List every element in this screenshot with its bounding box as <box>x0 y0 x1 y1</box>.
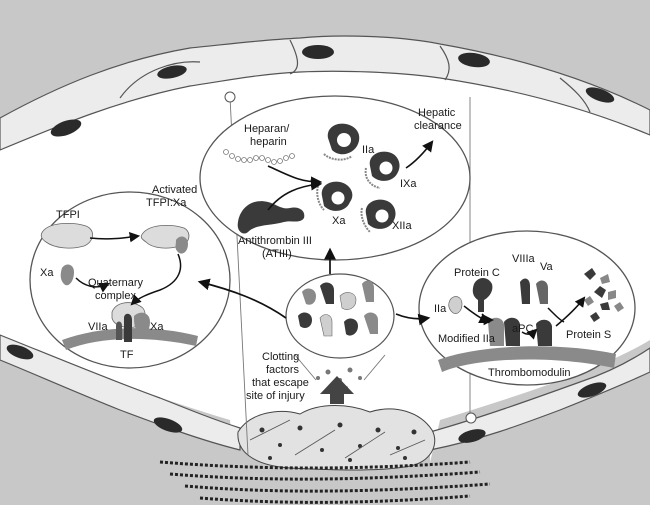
arrows-atiii <box>267 140 434 211</box>
label-tfpi-xa: TFPI:Xa <box>146 197 187 209</box>
label-xa-left: Xa <box>40 267 54 279</box>
label-xa-top: Xa <box>332 215 346 227</box>
arrows-protein-c <box>463 296 586 340</box>
heparin-chain <box>223 149 295 165</box>
label-that-escape: that escape <box>252 377 309 389</box>
tfpi-xa-complex <box>140 224 190 254</box>
quaternary-complex <box>111 302 150 342</box>
label-quaternary: Quaternary <box>88 277 144 289</box>
xa-left-protein <box>60 264 74 286</box>
vessel-wall-top <box>0 0 650 125</box>
label-thrombomodulin: Thrombomodulin <box>488 367 571 379</box>
label-protein-c: Protein C <box>454 267 500 279</box>
atiii-protein <box>237 201 305 234</box>
viiia-va-shapes <box>520 278 552 346</box>
label-atiii: Antithrombin III <box>238 235 312 247</box>
magnifier-dot-left <box>224 91 236 103</box>
label-xiia: XIIa <box>392 220 412 232</box>
membrane-left <box>62 328 198 350</box>
label-clearance: clearance <box>414 120 462 132</box>
label-atiii-abbr: (ATIII) <box>262 248 292 260</box>
label-apc: aPC <box>512 323 533 335</box>
clot-mass <box>237 405 436 471</box>
label-hepatic: Hepatic <box>418 107 456 119</box>
label-heparin: heparin <box>250 136 287 148</box>
fibrin-strands <box>159 460 491 504</box>
label-viiia: VIIIa <box>512 253 536 265</box>
main-arrows <box>197 247 431 326</box>
label-factors: factors <box>266 364 300 376</box>
label-activated: Activated <box>152 184 197 196</box>
label-site-of-injury: site of injury <box>246 390 305 402</box>
membrane-right <box>438 346 616 372</box>
center-factors <box>298 280 378 337</box>
endothelium-bottom <box>0 334 650 451</box>
arrows-tfpi <box>75 231 182 306</box>
label-tfpi: TFPI <box>56 209 80 221</box>
bubble-protein-c <box>418 230 636 386</box>
label-xa-complex: Xa <box>150 321 164 333</box>
label-iia-top: IIa <box>362 144 375 156</box>
label-viia: VIIa <box>88 321 108 333</box>
label-clotting: Clotting <box>262 351 299 363</box>
label-va: Va <box>540 261 554 273</box>
label-tf: TF <box>120 349 134 361</box>
nuclei-top <box>50 45 615 137</box>
degraded-factors <box>584 268 624 322</box>
complex-xiia <box>360 199 396 233</box>
complex-iia <box>323 123 360 161</box>
nuclei-bottom <box>6 344 607 443</box>
complex-xa <box>316 181 353 211</box>
label-ixa: IXa <box>400 178 417 190</box>
label-protein-s: Protein S <box>566 329 611 341</box>
tfpi-protein <box>40 222 93 249</box>
magnifier-dot-right <box>465 412 477 424</box>
label-heparan: Heparan/ <box>244 123 290 135</box>
escape-arrow <box>320 376 354 404</box>
complex-ixa <box>364 151 400 189</box>
label-iia-right: IIa <box>434 303 447 315</box>
label-modified-iia: Modified IIa <box>438 333 496 345</box>
label-complex: complex <box>95 290 136 302</box>
protein-c-shape <box>472 278 493 312</box>
iia-right-protein <box>448 296 463 314</box>
